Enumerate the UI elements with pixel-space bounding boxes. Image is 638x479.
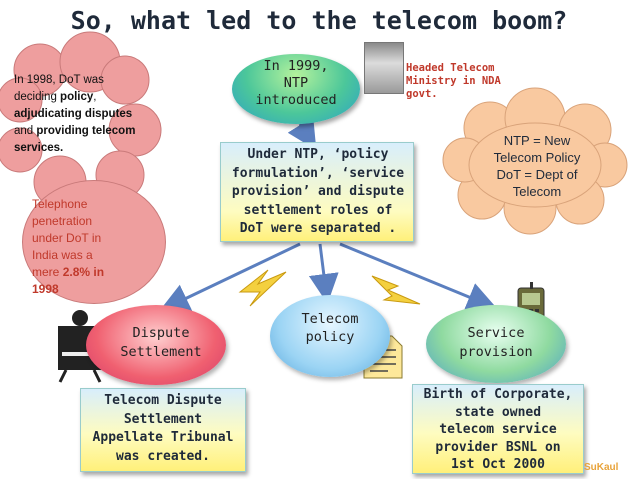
- lightning-left-icon: [238, 269, 287, 307]
- telecom-policy-oval: [270, 295, 390, 377]
- roles-line: Under NTP, ‘policy: [247, 147, 389, 162]
- tribunal-line: Appellate Tribunal: [92, 430, 234, 445]
- tribunal-line: Settlement: [123, 411, 203, 427]
- penetration-oval: [22, 180, 166, 304]
- service-line: Service: [467, 325, 525, 341]
- definitions-cloud-text: NTP = New Telecom Policy DoT = Dept of T…: [468, 132, 606, 200]
- bsnl-line: telecom service: [439, 422, 557, 437]
- left-box-part: and: [14, 125, 37, 137]
- telecom-policy-text: Telecom policy: [284, 310, 376, 346]
- ntp-line: In 1999,: [263, 58, 329, 74]
- service-provision-text: Service provision: [442, 324, 550, 362]
- left-box-part: ,: [93, 91, 97, 103]
- roles-line: DoT were separated .: [239, 221, 397, 236]
- headed-line: govt.: [406, 88, 438, 100]
- ntp-roles-box: [220, 142, 414, 242]
- left-box-part: In 1998, DoT was deciding: [14, 74, 104, 103]
- ntp-line: introduced: [255, 92, 337, 108]
- tribunal-line: Telecom Dispute: [104, 393, 222, 408]
- definition-line: Telecom: [512, 184, 562, 199]
- definition-line: DoT = Dept of: [496, 167, 578, 182]
- ntp-roles-text: Under NTP, ‘policy formulation’, ‘servic…: [224, 146, 412, 239]
- penetration-year: 1998: [32, 282, 59, 296]
- penetration-value: 2.8% in: [62, 265, 105, 279]
- left-cloud-shape: [0, 31, 162, 209]
- ntp-oval: [232, 54, 360, 124]
- lightning-right-icon: [371, 275, 421, 305]
- penetration-line: India was a: [32, 248, 93, 262]
- bsnl-box: [412, 384, 584, 474]
- headed-note: Headed Telecom Ministry in NDA govt.: [406, 62, 526, 101]
- right-cloud-shape: [442, 87, 628, 235]
- penetration-line: mere 2.8% in: [32, 264, 142, 281]
- roles-line: provision’ and dispute: [231, 184, 405, 199]
- left-box-policy: policy: [60, 91, 94, 103]
- tribunal-text: Telecom Dispute Settlement Appellate Tri…: [82, 392, 244, 466]
- tribunal-box: [80, 388, 246, 472]
- policy-line: Telecom: [301, 311, 359, 327]
- bsnl-line: 1st Oct 2000: [451, 457, 545, 472]
- page-title: So, what led to the telecom boom?: [70, 6, 568, 35]
- bsnl-line: state owned: [454, 404, 542, 420]
- arrow-to-dispute: [159, 242, 301, 312]
- left-box-services: providing telecom services.: [14, 125, 136, 154]
- policy-line: policy: [305, 329, 355, 345]
- roles-line: formulation’, ‘service: [231, 165, 405, 181]
- penetration-line: Telephone: [32, 197, 88, 211]
- roles-line: settlement roles of: [243, 202, 393, 218]
- definition-line: NTP = New: [503, 133, 571, 148]
- left-box-text: In 1998, DoT was deciding policy, adjudi…: [14, 72, 144, 157]
- arrow-ntp-to-center: [287, 116, 317, 151]
- dispute-line: Settlement: [120, 344, 202, 360]
- portrait-image: [364, 42, 404, 94]
- penetration-text: Telephone penetration under DoT in India…: [32, 196, 142, 298]
- penetration-mere: mere: [32, 265, 63, 279]
- penetration-line: under DoT in: [32, 231, 102, 245]
- service-line: provision: [459, 344, 533, 360]
- dispute-line: Dispute: [132, 325, 190, 341]
- left-box-adjudicating: adjudicating disputes: [14, 108, 133, 120]
- dispute-settlement-text: Dispute Settlement: [106, 324, 216, 362]
- service-provision-oval: [426, 305, 566, 383]
- dispute-settlement-oval: [86, 305, 226, 385]
- ntp-line: NTP: [283, 75, 309, 91]
- watermark: SuKaul: [584, 462, 619, 473]
- arrow-to-service: [339, 242, 498, 312]
- bsnl-line: provider BSNL on: [435, 439, 561, 455]
- definition-line: Telecom Policy: [493, 150, 581, 165]
- headed-line: Headed Telecom: [406, 62, 495, 74]
- penetration-line: penetration: [32, 214, 93, 228]
- tribunal-line: was created.: [116, 448, 210, 464]
- bsnl-line: Birth of Corporate,: [423, 387, 573, 402]
- headed-line: Ministry in NDA: [406, 75, 501, 87]
- bsnl-text: Birth of Corporate, state owned telecom …: [414, 386, 582, 474]
- arrow-to-policy: [308, 243, 339, 304]
- ntp-oval-text: In 1999, NTP introduced: [240, 58, 352, 109]
